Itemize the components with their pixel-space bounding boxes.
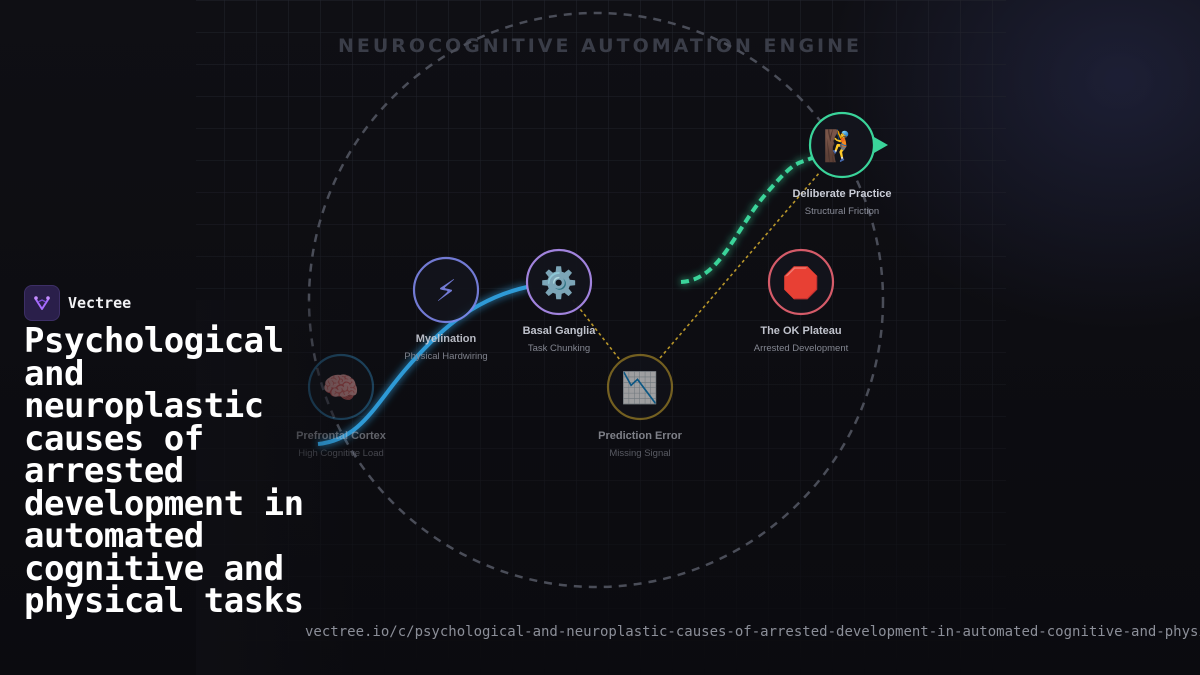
node-circle: [808, 111, 876, 179]
node-title: Deliberate Practice: [792, 188, 891, 200]
diagram-title: NEUROCOGNITIVE AUTOMATION ENGINE: [338, 35, 862, 57]
lightning-icon: ⚡: [435, 274, 456, 309]
node-circle: [606, 353, 674, 421]
node-circle: [412, 256, 480, 324]
node-title: Prediction Error: [598, 430, 682, 442]
page-title: Psychological and neuroplastic causes of…: [24, 321, 304, 621]
node-title: Basal Ganglia: [523, 325, 597, 337]
node-subtitle: Structural Friction: [805, 206, 879, 217]
left-fade: [196, 300, 356, 675]
brand: Vectree: [24, 285, 131, 321]
error-link-up: [659, 171, 821, 359]
node-subtitle: Physical Hardwiring: [404, 351, 487, 362]
gear-icon: ⚙️: [540, 265, 577, 301]
error-link-down: [572, 299, 621, 361]
node-subtitle: Missing Signal: [609, 448, 670, 459]
node-subtitle: Arrested Development: [754, 343, 849, 354]
node-title: Myelination: [416, 333, 477, 345]
vectree-logo-icon: [24, 285, 60, 321]
breakthrough-curve: [680, 156, 813, 284]
node-circle: [525, 248, 593, 316]
node-title: The OK Plateau: [760, 325, 841, 337]
climber-icon: 🧗: [823, 128, 860, 164]
breakthrough-arrowhead: [874, 137, 888, 153]
brand-name: Vectree: [68, 294, 132, 312]
node-circle: [767, 248, 835, 316]
chart-decreasing-icon: 📉: [621, 370, 658, 406]
node-subtitle: Task Chunking: [528, 343, 590, 354]
page-url[interactable]: vectree.io/c/psychological-and-neuroplas…: [305, 624, 1200, 640]
stop-sign-icon: 🛑: [782, 265, 819, 301]
